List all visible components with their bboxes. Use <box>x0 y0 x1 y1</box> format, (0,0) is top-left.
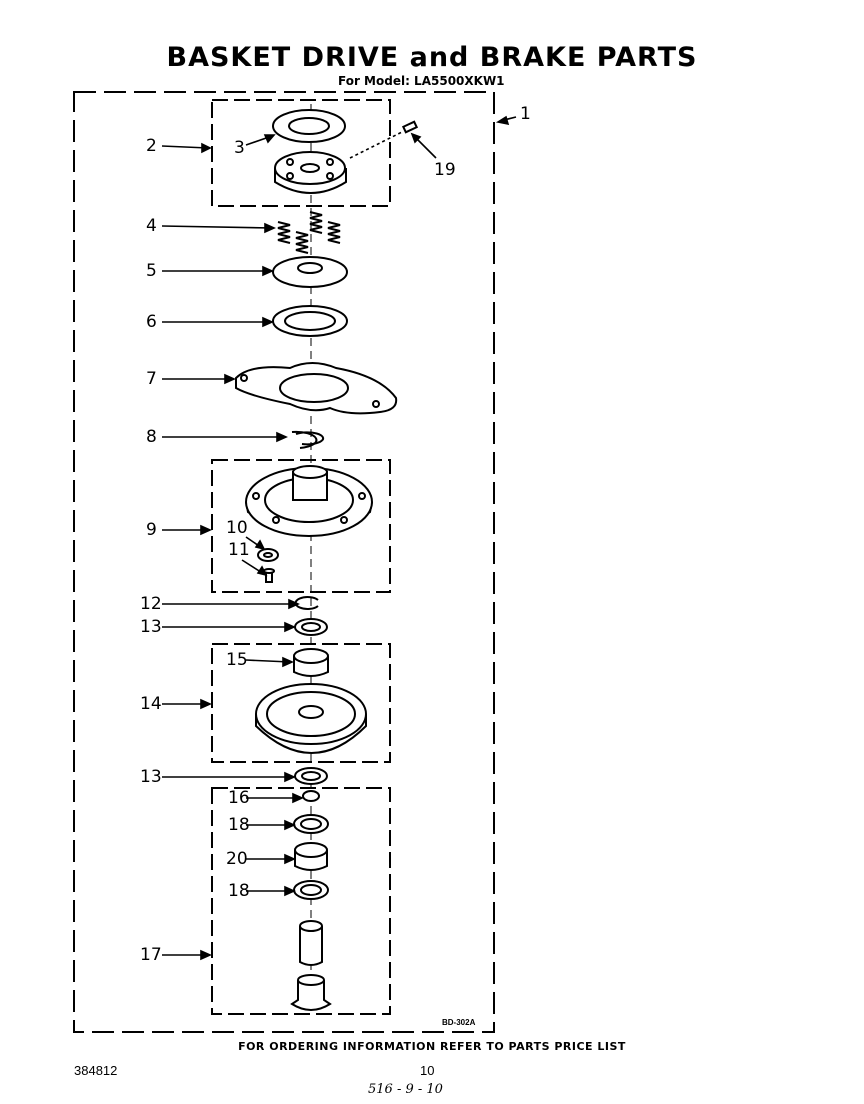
part-11-screw <box>263 568 275 583</box>
part-14-pulley <box>255 683 367 754</box>
callout-10: 10 <box>226 518 248 538</box>
callout-2: 2 <box>146 136 157 156</box>
part-3-ring <box>272 109 346 143</box>
callout-19: 19 <box>434 160 456 180</box>
part-5-plate <box>272 256 348 288</box>
part-12-clip <box>294 596 319 610</box>
part-18-bearing-lower <box>293 880 329 900</box>
callout-7: 7 <box>146 369 157 389</box>
part-18-bearing-upper <box>293 814 329 834</box>
callout-17: 17 <box>140 945 162 965</box>
subassembly-box-2 <box>211 99 391 207</box>
callout-1: 1 <box>520 104 531 124</box>
callout-18-lower: 18 <box>228 881 250 901</box>
page-number: 10 <box>420 1063 435 1078</box>
part-4-springs <box>277 211 341 254</box>
callout-20: 20 <box>226 849 248 869</box>
callout-11: 11 <box>228 540 250 560</box>
callout-9: 9 <box>146 520 157 540</box>
part-8-retaining-ring <box>291 430 325 449</box>
callout-4: 4 <box>146 216 157 236</box>
part-15-bushing <box>293 648 329 677</box>
document-number: 384812 <box>74 1063 118 1078</box>
part-20-sleeve <box>294 842 328 871</box>
part-19-pin <box>401 120 419 134</box>
assembly-outline-box <box>73 91 495 1033</box>
callout-15: 15 <box>226 650 248 670</box>
part-9-brake-housing <box>245 465 373 537</box>
part-13-washer-lower <box>294 767 328 785</box>
subassembly-box-9 <box>211 459 391 593</box>
callout-3: 3 <box>234 138 245 158</box>
diagram-code: BD-302A <box>442 1018 476 1027</box>
subassembly-box-14 <box>211 643 391 763</box>
callout-6: 6 <box>146 312 157 332</box>
callout-8: 8 <box>146 427 157 447</box>
part-13-washer-upper <box>294 618 328 636</box>
part-2-hub <box>274 151 347 194</box>
callout-12: 12 <box>140 594 162 614</box>
part-7-bracket <box>235 362 398 415</box>
subassembly-box-17 <box>211 787 391 1015</box>
model-subtitle: For Model: LA5500XKW1 <box>338 74 505 88</box>
callout-16: 16 <box>228 788 250 808</box>
callout-5: 5 <box>146 261 157 281</box>
part-6-ring <box>272 305 348 337</box>
part-17-shaft <box>290 920 332 1011</box>
callout-13-lower: 13 <box>140 767 162 787</box>
callout-13-upper: 13 <box>140 617 162 637</box>
part-10-washer <box>257 548 279 562</box>
handwritten-note: 516 - 9 - 10 <box>368 1082 443 1097</box>
page-title: BASKET DRIVE and BRAKE PARTS <box>166 42 698 73</box>
ordering-info-footer: FOR ORDERING INFORMATION REFER TO PARTS … <box>238 1040 626 1053</box>
callout-14: 14 <box>140 694 162 714</box>
part-16-ring <box>302 790 320 802</box>
callout-18-upper: 18 <box>228 815 250 835</box>
